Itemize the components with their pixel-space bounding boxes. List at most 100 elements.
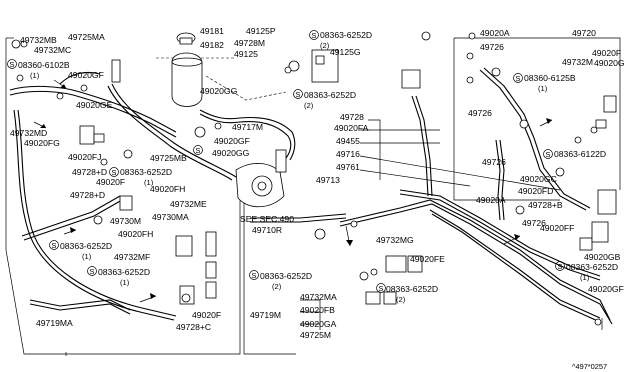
part-label: 08363-6252D [566,262,618,272]
part-label: 49726 [480,42,504,52]
part-label: 49732MD [10,128,47,138]
part-label: 49728+B [528,200,563,210]
part-label: 49716 [336,149,360,159]
part-label: 49720 [572,28,596,38]
part-label: 08363-6252D [120,167,172,177]
part-label: 08360-6102B [18,60,70,70]
part-label: 49020FF [540,223,574,233]
part-label: 49020GF [68,70,104,80]
part-label: 49020GG [212,148,250,158]
s-symbol: S [557,262,562,271]
part-label: 49726 [482,157,506,167]
part-label: (2) [272,282,282,291]
part-label: 49020GF [214,136,250,146]
s-symbol: S [111,168,116,177]
part-label: 49726 [468,108,492,118]
bracket-part [311,49,339,83]
part-label: 49713 [316,175,340,185]
part-label: 49020FA [334,123,369,133]
labels-right: 49020A 49720 49726 49020F 49732M 49020G … [468,28,625,371]
part-label: 49726 [522,218,546,228]
part-label: (1) [580,273,590,282]
part-label: 49717M [232,122,263,132]
direction-arrows [33,79,553,303]
s-symbol: S [295,90,300,99]
s-symbol: S [515,74,520,83]
group-frames [5,37,621,356]
parts [11,31,617,326]
part-label: 49020FH [118,229,153,239]
part-label: 49125P [246,26,276,36]
part-label: 49020FJ [68,152,101,162]
part-label: 49728M [234,38,265,48]
part-label: 49732M [562,57,593,67]
part-label: 49020GF [588,284,624,294]
clamp-part [401,69,421,89]
part-label: (2) [304,101,314,110]
part-label: 49020GB [584,252,621,262]
part-label: 49732MF [114,252,150,262]
part-label: 49719M [250,310,281,320]
part-label: 49020GG [200,86,238,96]
bolt-symbols: S S S S S S S S S S S S [7,30,565,293]
part-label: 49728 [340,112,364,122]
part-label: 49125G [330,47,361,57]
s-symbol: S [51,241,56,250]
part-label: 49728+D [70,190,105,200]
s-symbol: S [89,267,94,276]
s-symbol: S [545,150,550,159]
part-label: 49725M [300,330,331,340]
see-section-reference: SEE SEC.490 [240,214,294,224]
part-label: (1) [82,252,92,261]
part-label: 49020F [592,48,621,58]
part-label: 49020F [192,310,221,320]
part-label: 49020A [476,195,506,205]
part-label: 08363-6252D [320,30,372,40]
part-label: 49020FD [518,186,553,196]
part-label: 08363-6252D [60,241,112,251]
part-label: 49725MA [68,32,105,42]
part-label: 49725MB [150,153,187,163]
part-label: (1) [120,278,130,287]
part-label: 49020FB [300,305,335,315]
s-symbol: S [378,284,383,293]
part-label: 49020GA [300,319,337,329]
part-label: 49728+D [72,167,107,177]
part-label: 49020A [480,28,510,38]
part-label: 49710R [252,225,282,235]
hoses [9,67,613,325]
part-label: (2) [396,295,406,304]
part-label: 49020F [96,177,125,187]
labels-left: 49732MB 49725MA 49732MC 08360-6102B (1) … [10,32,221,332]
part-label: (2) [320,41,330,50]
s-symbol: S [195,146,200,155]
part-label: 08363-6252D [260,271,312,281]
part-label: (1) [144,178,154,187]
part-label: 49125 [234,49,258,59]
part-label: 08363-6252D [386,284,438,294]
part-label: 49020FH [150,184,185,194]
labels-center: 49181 49182 49125P 49728M 49125 08363-62… [120,26,445,340]
part-label: 49732MA [300,292,337,302]
part-label: (1) [30,71,40,80]
part-label: 08363-6252D [304,90,356,100]
part-label: 49732MG [376,235,414,245]
part-label: 49761 [336,162,360,172]
part-label: 49181 [200,26,224,36]
part-label: 49732MC [34,45,71,55]
part-label: 49182 [200,40,224,50]
part-label: 49020GE [76,100,113,110]
part-label: 49020GC [520,174,557,184]
part-label: 49732ME [170,199,207,209]
s-symbol: S [251,271,256,280]
part-label: (1) [538,84,548,93]
part-label: 49020G [594,58,625,68]
catalog-code: ^497*0257 [572,362,607,371]
s-symbol: S [9,60,14,69]
part-label: 49730MA [152,212,189,222]
part-label: 49719MA [36,318,73,328]
part-label: 08363-6122D [554,149,606,159]
part-label: 49020FE [410,254,445,264]
part-label: 49455 [336,136,360,146]
